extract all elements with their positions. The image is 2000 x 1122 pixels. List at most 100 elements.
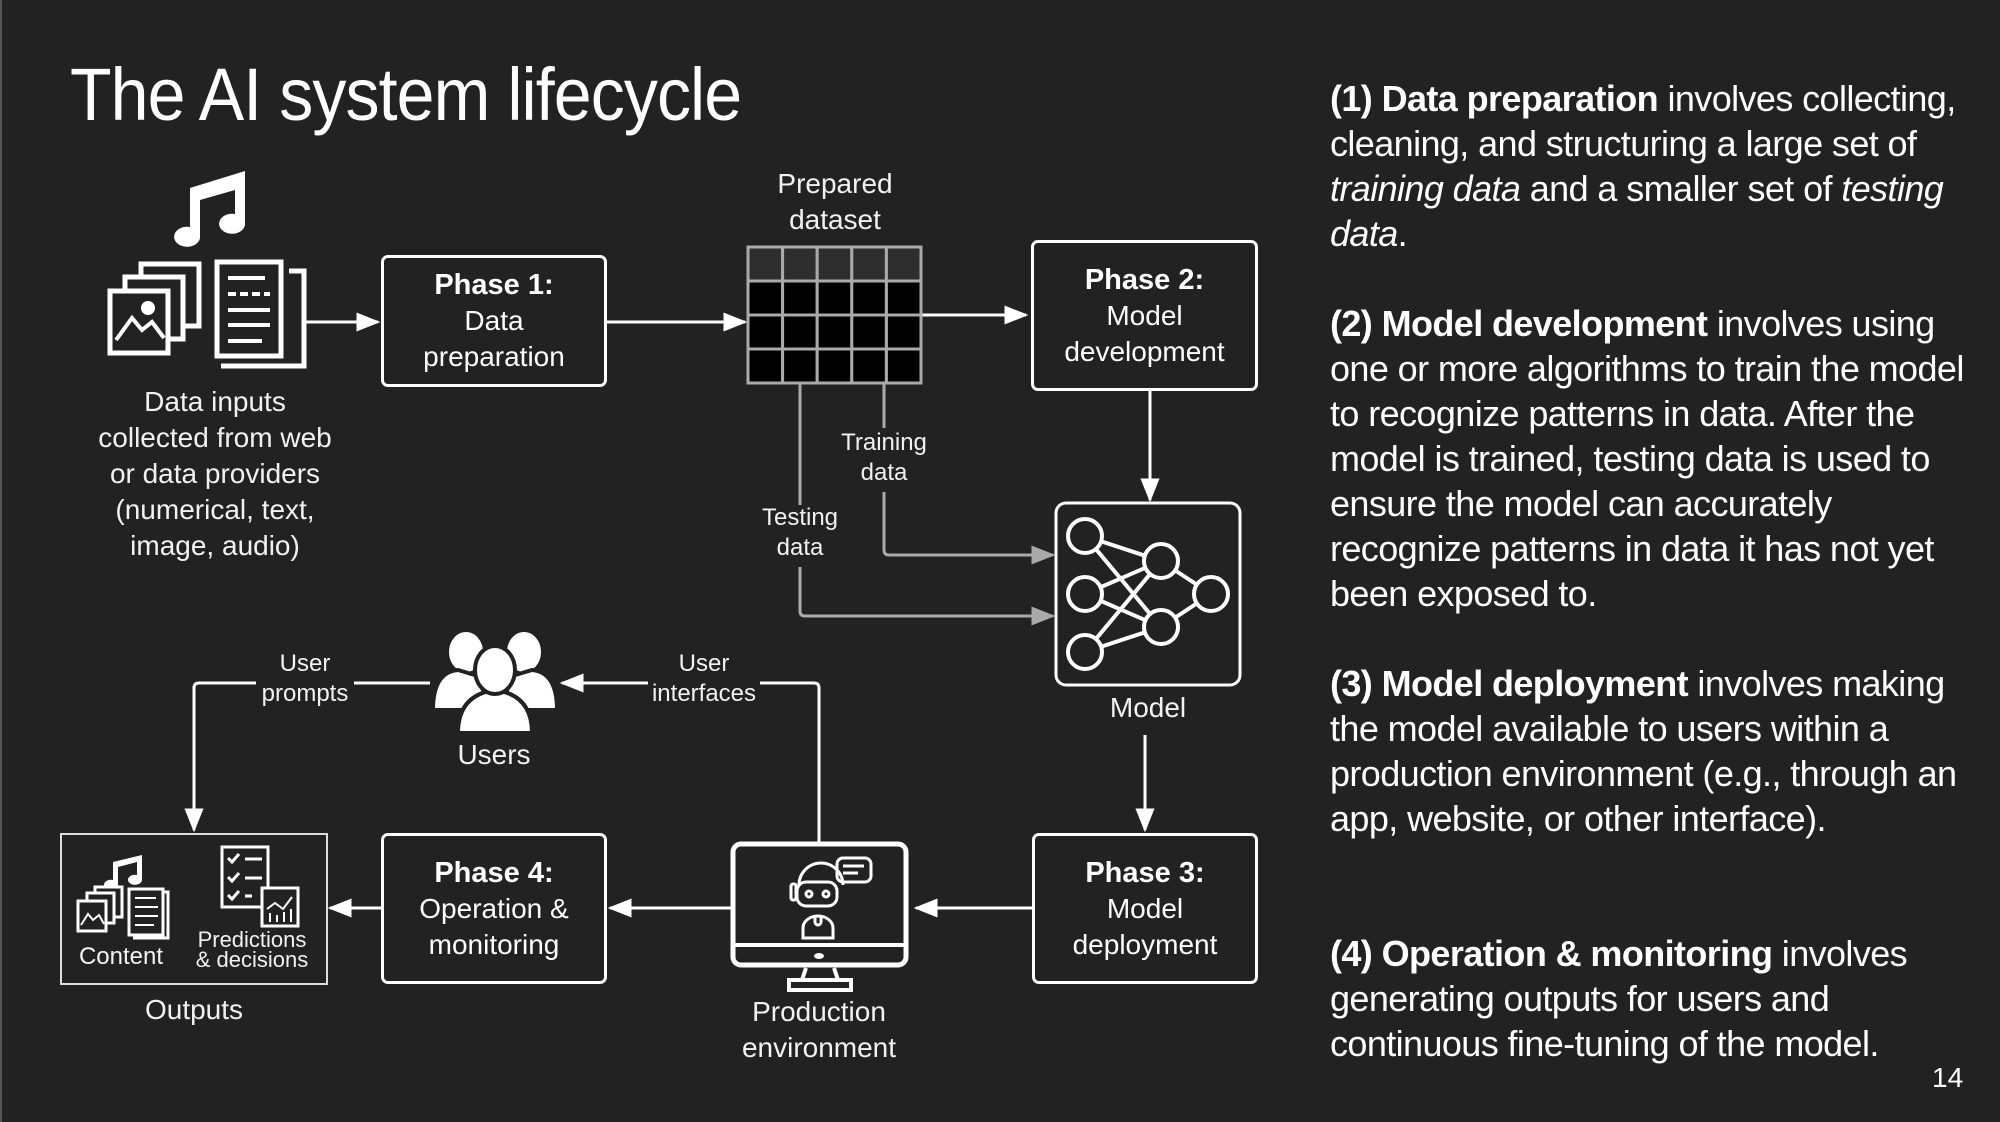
model-box [1054, 501, 1242, 687]
dataset-cell [815, 279, 854, 317]
description-heading: (1) Data preparation [1330, 78, 1659, 119]
dataset-header-cell [746, 245, 785, 283]
user-prompts-label: User prompts [262, 649, 349, 709]
predictions-line: Predictions [197, 927, 307, 952]
dataset-cell [850, 347, 888, 385]
dataset-cell [781, 347, 819, 385]
dataset-cell [781, 313, 819, 351]
phase2-heading: Phase 2: [1084, 263, 1205, 296]
dataset-cell [850, 313, 888, 351]
phase1-name: Data [464, 305, 524, 336]
dataset-cell [884, 279, 923, 317]
dataset-cell [781, 279, 819, 317]
description-heading: (3) Model deployment [1330, 663, 1689, 704]
phase3-name: Model [1106, 892, 1184, 924]
predictions-label: Predictions & decisions [195, 927, 309, 972]
user-prompts-line: prompts [261, 680, 349, 707]
dataset-header-cell [781, 245, 819, 283]
phase4-box: Phase 4: Operation & monitoring [381, 833, 607, 984]
dataset-cell [884, 347, 923, 385]
phase4-name: monitoring [428, 928, 560, 960]
prepared-dataset-line: dataset [789, 204, 881, 235]
phase3-name: deployment [1072, 928, 1218, 960]
phase3-heading: Phase 3: [1085, 856, 1205, 889]
music-note-icon [174, 171, 245, 247]
production-line: Production [752, 996, 886, 1027]
dataset-header-cell [815, 245, 854, 283]
monitor-chatbot-icon [730, 841, 909, 992]
description-text: . [1397, 213, 1408, 254]
dataset-header-cell [850, 245, 888, 283]
description-phase2: (2) Model development involves using one… [1330, 301, 1990, 616]
dataset-header-cell [884, 245, 923, 283]
user-interfaces-line-right [760, 681, 821, 842]
phase1-heading: Phase 1: [434, 269, 554, 301]
data-inputs-line: Data inputs [144, 386, 286, 417]
phase2-name: development [1064, 335, 1225, 367]
training-data-line: data [860, 459, 908, 486]
neural-network-icon [1066, 517, 1230, 671]
data-inputs-line: collected from web [98, 422, 332, 453]
users-label: Users [457, 739, 531, 770]
phase1-name: preparation [423, 341, 565, 372]
phase4-heading: Phase 4: [434, 856, 554, 889]
users-group-icon [430, 628, 560, 735]
description-text: involves making the model available to u… [1330, 663, 1957, 839]
dataset-cell [850, 279, 888, 317]
dataset-cell [815, 347, 854, 385]
user-interfaces-line: User [678, 650, 730, 677]
slide-edge [0, 0, 2, 1122]
data-inputs-label: Data inputs collected from web or data p… [98, 384, 331, 564]
user-interfaces-label: User interfaces [652, 649, 756, 709]
user-interfaces-line: interfaces [651, 680, 757, 707]
predictions-icon [220, 845, 300, 928]
data-inputs-line: image, audio) [130, 530, 300, 561]
user-prompts-line: User [279, 650, 331, 677]
phase4-name: Operation & [419, 892, 569, 924]
description-phase1: (1) Data preparation involves collecting… [1330, 76, 1990, 256]
description-text: involves using one or more algorithms to… [1330, 303, 1964, 614]
predictions-line: & decisions [195, 947, 309, 972]
description-heading: (2) Model development [1330, 303, 1708, 344]
description-text: involves generating outputs for users an… [1330, 933, 1908, 1064]
dataset-cell [746, 347, 785, 385]
prepared-dataset-line: Prepared [777, 168, 893, 199]
training-data-line: Training [841, 429, 927, 456]
description-phase3: (3) Model deployment involves making the… [1330, 661, 1990, 841]
dataset-cell [884, 313, 923, 351]
training-data-label: Training data [841, 428, 927, 488]
data-inputs-line: or data providers [109, 458, 321, 489]
testing-data-arrow [798, 567, 1056, 626]
description-heading: (4) Operation & monitoring [1330, 933, 1773, 974]
content-icon [76, 855, 170, 940]
phase2-name: Model [1106, 299, 1183, 331]
description-emphasis: testing data [1330, 168, 1944, 254]
phase2-box: Phase 2: Model development [1031, 240, 1258, 391]
production-environment-label: Production environment [742, 994, 896, 1066]
training-data-arrow [882, 492, 1056, 565]
outputs-label: Outputs [144, 994, 244, 1025]
description-text: involves collecting, cleaning, and struc… [1330, 78, 1956, 164]
production-line: environment [741, 1032, 897, 1063]
page-number: 14 [1932, 1062, 1964, 1093]
media-files-icon [107, 171, 307, 369]
data-table-icon [746, 245, 923, 385]
dataset-cell [746, 279, 785, 317]
testing-data-label: Testing data [762, 503, 838, 563]
description-phase4: (4) Operation & monitoring involves gene… [1330, 931, 1990, 1066]
phase3-box: Phase 3: Model deployment [1032, 833, 1258, 984]
dataset-cell [746, 313, 785, 351]
arrow-user-prompts-to-outputs [184, 681, 256, 833]
slide-title: The AI system lifecycle [70, 53, 742, 136]
content-label: Content [78, 943, 164, 970]
phase1-box: Phase 1: Data preparation [381, 255, 607, 387]
description-emphasis: training data [1330, 168, 1521, 209]
dataset-cell [815, 313, 854, 351]
prepared-dataset-label: Prepared dataset [777, 166, 892, 238]
testing-data-line: data [776, 534, 824, 561]
testing-data-line: Testing [761, 504, 839, 531]
model-label: Model [1109, 692, 1187, 723]
description-text: and a smaller set of [1520, 168, 1842, 209]
data-inputs-line: (numerical, text, [115, 494, 315, 525]
